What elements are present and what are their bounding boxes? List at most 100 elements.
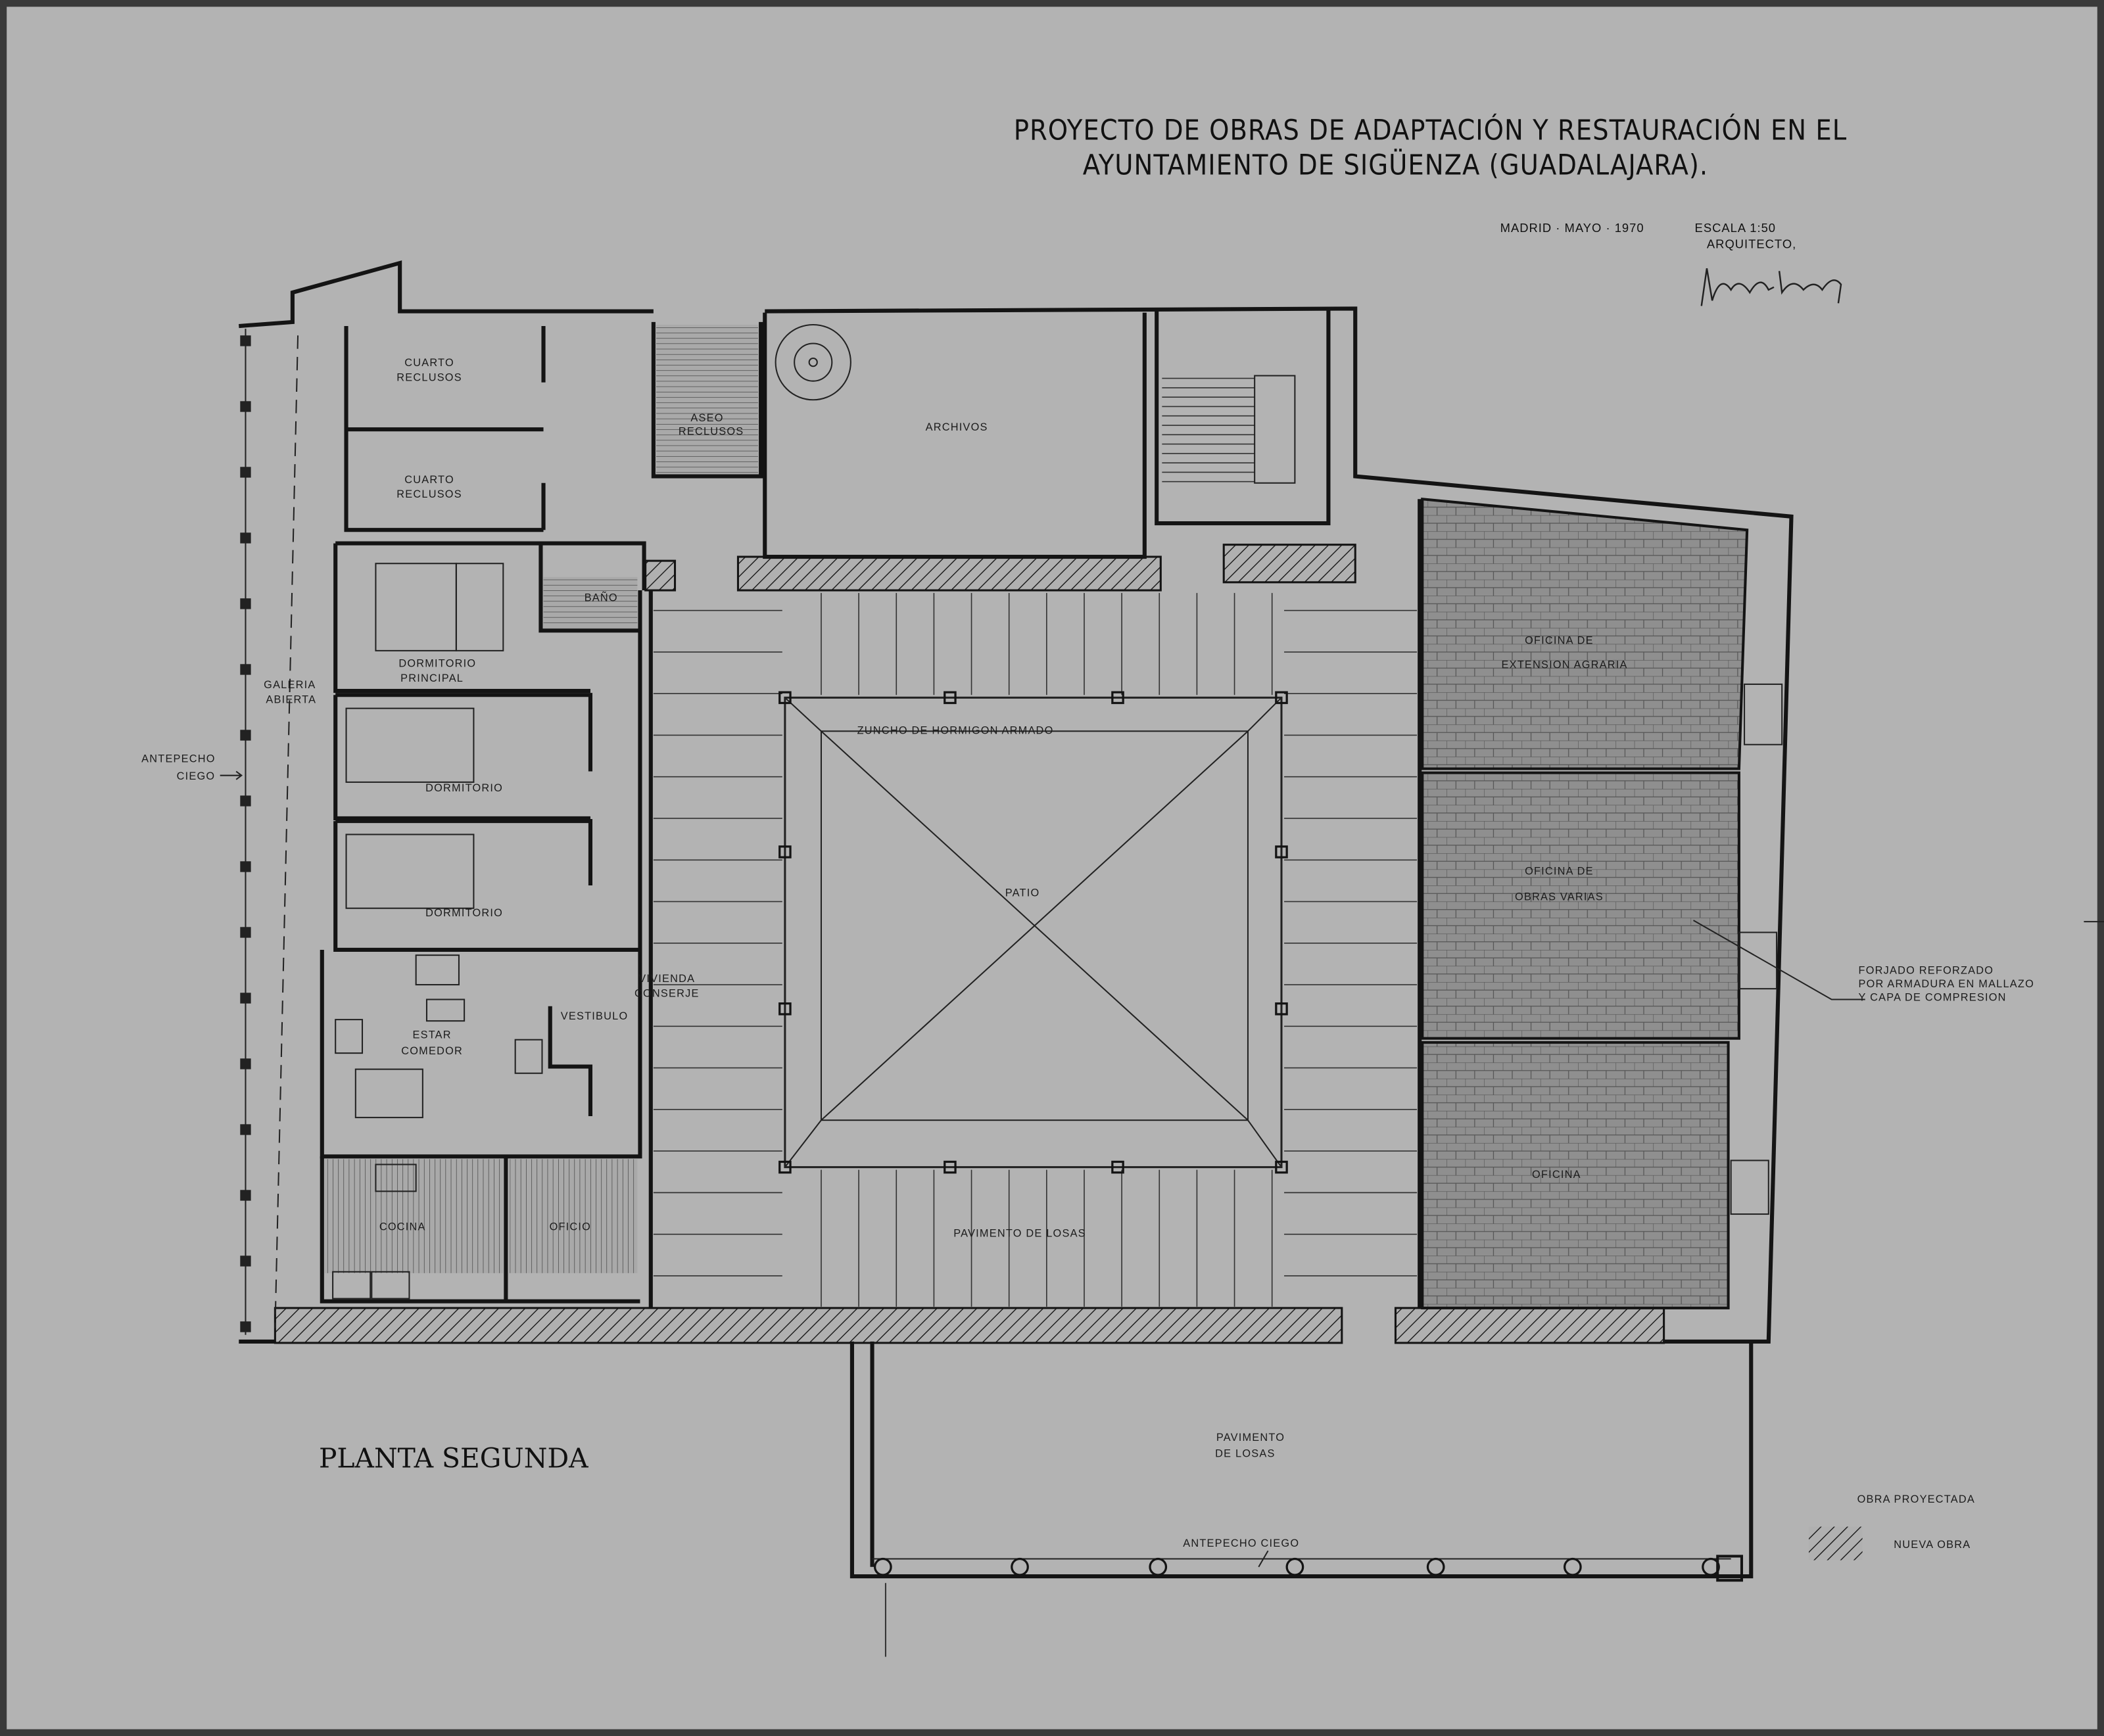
new-wall-archivos (736, 555, 1162, 592)
galeria-post (240, 467, 251, 478)
terrace-column (1426, 1557, 1445, 1576)
column-post (1275, 1160, 1288, 1174)
label-vivienda-b: CONSERJE (634, 987, 700, 999)
galeria-post (240, 1190, 251, 1201)
title-line-1: PROYECTO DE OBRAS DE ADAPTACIÓN Y RESTAU… (1014, 113, 1848, 147)
plan-title: PLANTA SEGUNDA (319, 1443, 588, 1474)
galeria-post (240, 795, 251, 807)
terrace-column (1149, 1557, 1168, 1576)
galeria-post (240, 861, 251, 872)
label-oficina-obras-a: OFICINA DE (1525, 866, 1594, 878)
label-cuarto-2a: CUARTO (404, 474, 454, 486)
label-pavimento-1: PAVIMENTO DE LOSAS (953, 1228, 1086, 1240)
label-patio: PATIO (1005, 887, 1040, 899)
galeria-post (240, 532, 251, 544)
column-post (1275, 1002, 1288, 1016)
label-oficina-obras-b: OBRAS VARIAS (1515, 891, 1604, 903)
note-line-2: POR ARMADURA EN MALLAZO (1859, 978, 2034, 990)
room-labels: CUARTO RECLUSOS CUARTO RECLUSOS ASEO REC… (141, 357, 1627, 1568)
label-dorm-principal-a: DORMITORIO (398, 657, 476, 669)
straight-stair (1162, 375, 1296, 484)
label-antepecho-left-a: ANTEPECHO (141, 753, 216, 764)
column-post (778, 1160, 792, 1174)
label-pavimento-2a: PAVIMENTO (1216, 1432, 1285, 1443)
label-oficina-agraria-a: OFICINA DE (1525, 635, 1594, 647)
column-post (778, 1002, 792, 1016)
office-windows (1730, 683, 1783, 1215)
label-cuarto-2b: RECLUSOS (396, 488, 462, 500)
label-cocina: COCINA (379, 1221, 426, 1233)
column-post (778, 691, 792, 705)
oficina-area (1421, 1041, 1730, 1309)
galeria-post (240, 1255, 251, 1267)
column-post (1275, 691, 1288, 705)
galeria-post (240, 1058, 251, 1069)
note-leader-line (1693, 920, 1865, 1000)
galeria-post (240, 401, 251, 412)
label-estar-a: ESTAR (412, 1029, 451, 1041)
new-wall-pier (644, 559, 677, 592)
label-galeria-a: GALERIA (264, 679, 316, 691)
architect-label: ARQUITECTO, (1707, 237, 1796, 251)
new-wall-south-b (1394, 1307, 1665, 1344)
patio (784, 696, 1283, 1169)
label-galeria-b: ABIERTA (266, 693, 316, 705)
label-cuarto-1b: RECLUSOS (396, 372, 462, 384)
label-dormitorio-2: DORMITORIO (425, 907, 503, 919)
furniture (332, 563, 543, 1300)
terrace-column (1011, 1557, 1029, 1576)
oficina-obras-varias-area (1421, 771, 1740, 1040)
column-post (1275, 845, 1288, 858)
label-zuncho: ZUNCHO DE HORMIGON ARMADO (857, 724, 1054, 736)
title-line-2: AYUNTAMIENTO DE SIGÜENZA (GUADALAJARA). (1083, 148, 1709, 181)
legend-hatch-swatch (1809, 1526, 1863, 1560)
legend-new-work: NUEVA OBRA (1894, 1539, 1971, 1551)
stair-well (1254, 375, 1296, 484)
galeria-post (240, 1321, 251, 1332)
column-post (944, 1160, 957, 1174)
architect-signature (1700, 268, 1842, 306)
terrace-column (873, 1557, 892, 1576)
label-dorm-principal-b: PRINCIPAL (400, 672, 464, 684)
column-post (1111, 1160, 1124, 1174)
oficio-floor (510, 1159, 638, 1273)
terrace-column (1285, 1557, 1304, 1576)
label-cuarto-1a: CUARTO (404, 357, 454, 369)
label-dormitorio-1: DORMITORIO (425, 782, 503, 794)
terrace-column (1563, 1557, 1582, 1576)
legend-heading: OBRA PROYECTADA (1857, 1493, 1975, 1505)
spiral-stair-icon (775, 323, 851, 401)
galeria-post (240, 1124, 251, 1135)
galeria-post (240, 993, 251, 1004)
label-antepecho-left-b: CIEGO (177, 770, 216, 782)
galeria-post (240, 730, 251, 741)
arrow-icon (1258, 1550, 1269, 1568)
new-wall-south-a (274, 1307, 1343, 1344)
label-vivienda-a: VIVIENDA (638, 973, 695, 985)
galeria-post (240, 927, 251, 938)
cocina-floor (324, 1159, 504, 1273)
label-aseo-b: RECLUSOS (679, 425, 744, 437)
note-line-3: Y CAPA DE COMPRESION (1859, 992, 2007, 1004)
label-vestibulo: VESTIBULO (561, 1010, 629, 1022)
label-oficina: OFICINA (1532, 1169, 1581, 1181)
label-oficio: OFICIO (550, 1221, 592, 1233)
label-antepecho-bottom: ANTEPECHO CIEGO (1183, 1537, 1299, 1549)
galeria-post (240, 664, 251, 675)
place-date: MADRID · MAYO · 1970 (1500, 221, 1644, 235)
column-post (944, 691, 957, 705)
column-post (1111, 691, 1124, 705)
column-post (778, 845, 792, 858)
new-wall-stair (1222, 544, 1356, 584)
aseo-floor (656, 324, 759, 474)
label-aseo-a: ASEO (690, 412, 723, 424)
terrace-corner-post (1716, 1555, 1744, 1582)
galeria-dashed-line (274, 335, 299, 1328)
arrow-icon (220, 770, 243, 780)
label-archivos: ARCHIVOS (926, 421, 988, 433)
galeria-post (240, 335, 251, 346)
oficina-extension-agraria-area (1421, 498, 1749, 770)
label-pavimento-2b: DE LOSAS (1215, 1447, 1275, 1459)
